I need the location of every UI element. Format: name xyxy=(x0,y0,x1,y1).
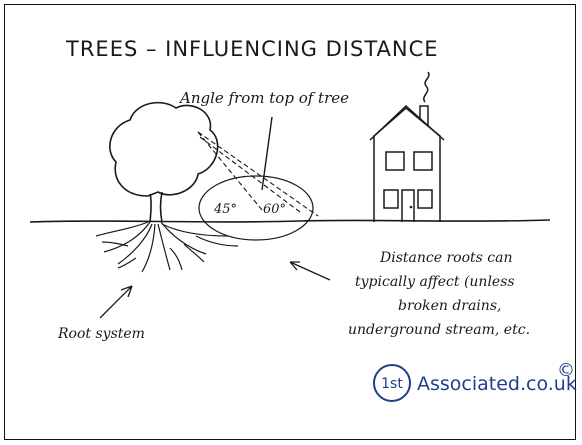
ground-line xyxy=(29,219,551,223)
angle-lines xyxy=(197,131,319,217)
angle-label: Angle from top of tree xyxy=(178,89,349,107)
logo-text: Associated.co.uk xyxy=(417,373,577,395)
logo-badge xyxy=(373,364,411,402)
logo-copyright: © xyxy=(557,360,575,381)
door-knob xyxy=(409,205,413,209)
distance-line-3: broken drains, xyxy=(398,298,501,314)
angle-ellipse xyxy=(198,175,314,241)
root-system-label: Root system xyxy=(57,326,145,342)
root-system-arrow xyxy=(99,285,133,319)
logo-badge-text: 1st xyxy=(381,376,403,392)
diagram-title: TREES – INFLUENCING DISTANCE xyxy=(65,37,439,61)
angle-pointer-line xyxy=(261,116,273,191)
angle-45-label: 45° xyxy=(213,202,237,217)
distance-line-1: Distance roots can xyxy=(379,250,512,266)
tree-roots xyxy=(95,221,239,273)
distance-line-2: typically affect (unless xyxy=(355,274,515,290)
angle-60-label: 60° xyxy=(263,202,286,217)
house xyxy=(369,71,445,222)
distance-line-4: underground stream, etc. xyxy=(348,322,530,338)
tree-canopy xyxy=(109,101,219,197)
distance-arrow xyxy=(289,261,331,281)
brand-logo: 1st Associated.co.uk © xyxy=(373,360,577,402)
tree-trunk xyxy=(149,191,163,223)
